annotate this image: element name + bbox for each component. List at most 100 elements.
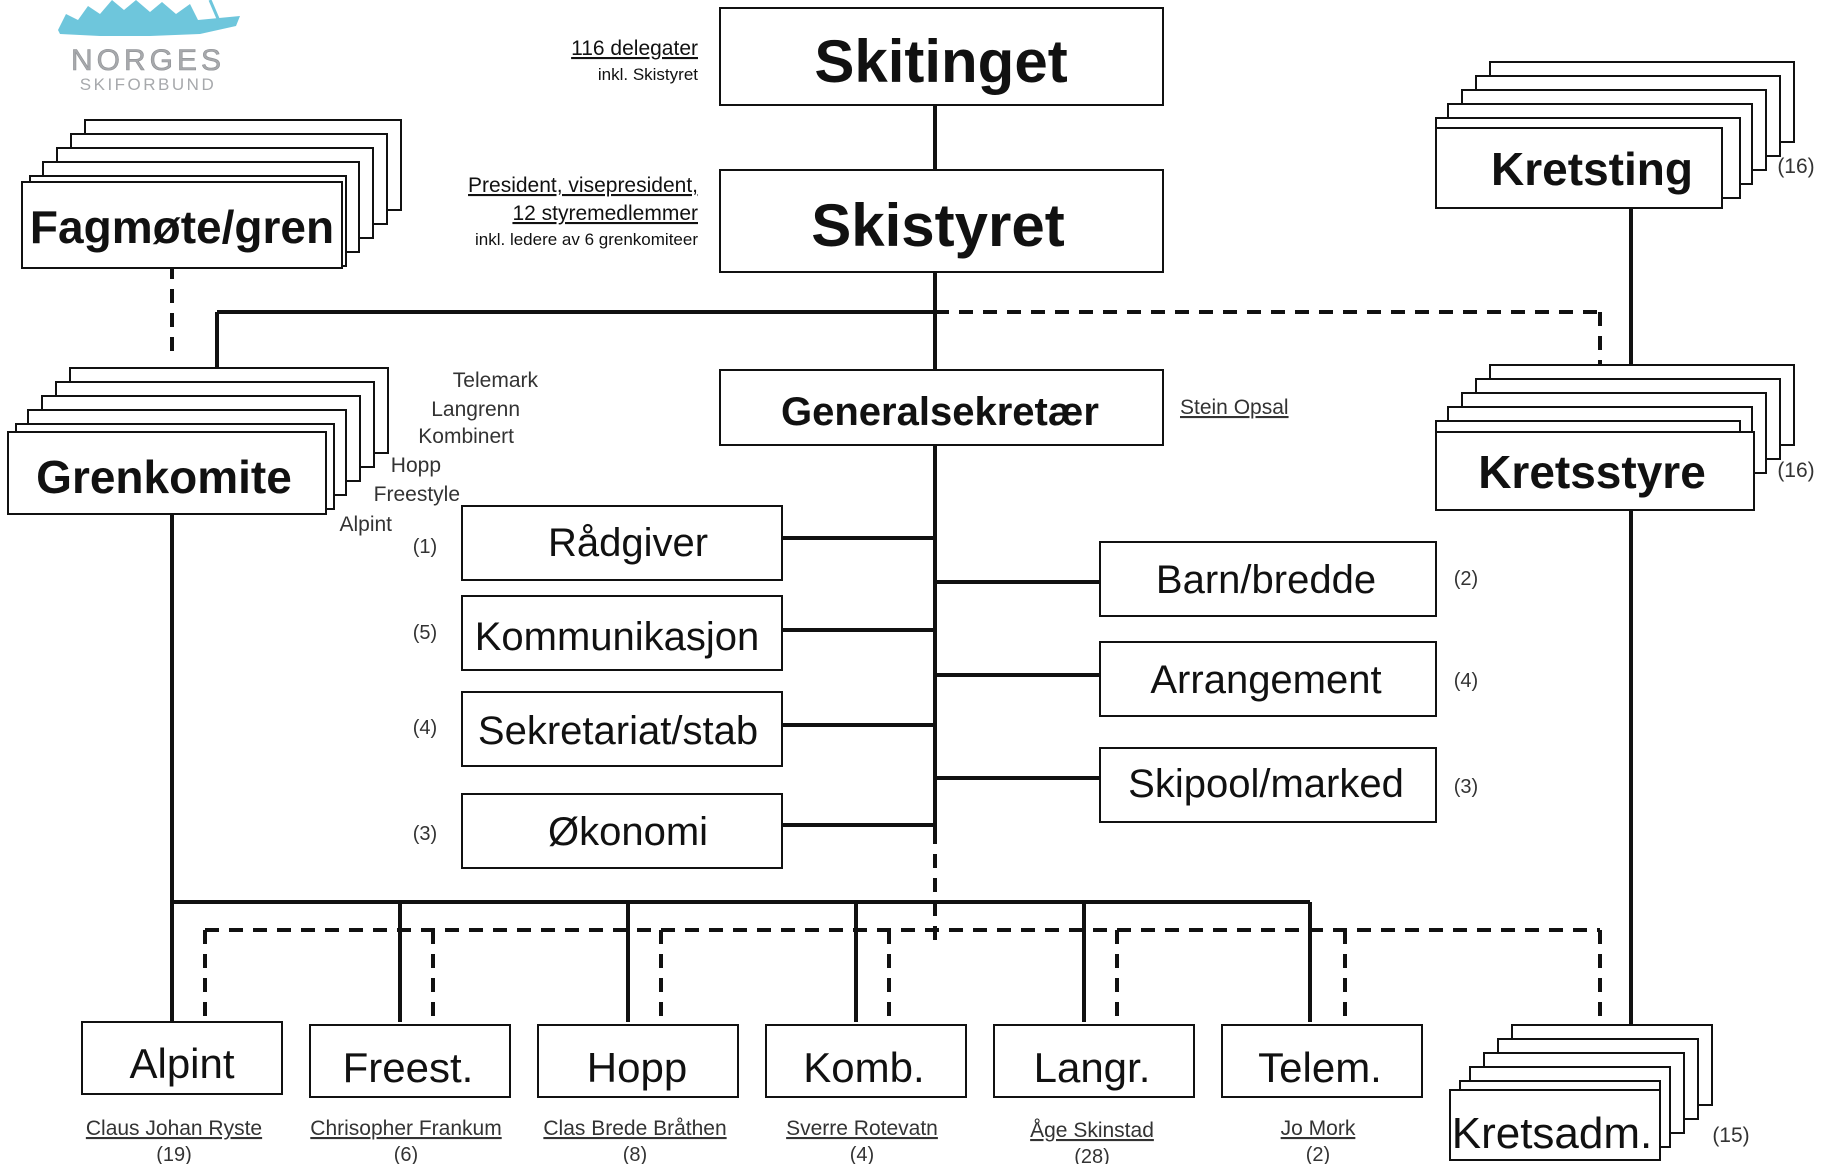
solid-connectors (170, 105, 1633, 1025)
sport-count: (6) (394, 1144, 418, 1164)
generalsekretaer-person: Stein Opsal (1180, 396, 1289, 419)
sport-leader: Åge Skinstad (1030, 1119, 1154, 1142)
dept-label: Barn/bredde (1156, 558, 1376, 602)
sport-box (81, 1021, 283, 1095)
sport-box (993, 1024, 1195, 1098)
dept-label: Arrangement (1150, 658, 1381, 702)
skistyret-note-line3: inkl. ledere av 6 grenkomiteer (475, 230, 698, 249)
sport-alpint: Alpint Claus Johan Ryste (19) (81, 1021, 283, 1164)
kretsting-count: (16) (1777, 155, 1814, 178)
kretsadm-box (1449, 1089, 1661, 1161)
grenkomite-label: Grenkomite (36, 451, 292, 503)
sport-count: (8) (623, 1144, 647, 1164)
branch-label: Kombinert (418, 425, 514, 448)
dept-box (1099, 541, 1437, 617)
grenkomite-box (7, 431, 327, 515)
sport-label: Telem. (1258, 1044, 1382, 1091)
dept-count: (4) (1454, 670, 1478, 692)
sport-label: Langr. (1034, 1044, 1151, 1091)
branch-label: Alpint (339, 513, 392, 536)
sport-leader: Claus Johan Ryste (86, 1117, 262, 1140)
fagmote-box (21, 181, 343, 269)
dept-box (461, 793, 783, 869)
skistyret-note-line1: President, visepresident, (468, 174, 698, 197)
sport-boxes: Alpint Claus Johan Ryste (19) Freest. Ch… (81, 1021, 1423, 1164)
sport-telemark: Telem. Jo Mork (2) (1221, 1024, 1423, 1164)
dept-count: (3) (413, 823, 437, 845)
sport-count: (19) (156, 1144, 192, 1164)
dashed-connectors (170, 265, 1602, 1022)
logo-ski-line (208, 0, 224, 29)
dept-label: Kommunikasjon (475, 615, 760, 659)
kretsting-node: Kretsting (1435, 61, 1795, 209)
dept-count: (1) (413, 536, 437, 558)
sport-leader: Sverre Rotevatn (786, 1117, 938, 1140)
sport-count: (28) (1074, 1146, 1110, 1164)
kretsadm-node: Kretsadm. (1449, 1024, 1713, 1161)
dept-label: Rådgiver (548, 521, 708, 565)
generalsekretaer-label: Generalsekretær (781, 390, 1099, 434)
dept-label: Sekretariat/stab (478, 709, 758, 753)
sport-leader: Clas Brede Bråthen (543, 1117, 726, 1140)
skitinget-node: Skitinget (719, 7, 1164, 106)
dept-count: (2) (1454, 568, 1478, 590)
dept-box (461, 691, 783, 767)
sport-leader: Chrisopher Frankum (310, 1117, 501, 1140)
sport-box (537, 1024, 739, 1098)
fagmote-label: Fagmøte/gren (30, 201, 334, 253)
kretsting-box (1435, 127, 1723, 209)
skistyret-note-line2: 12 styremedlemmer (512, 202, 698, 225)
kretsstyre-count: (16) (1777, 459, 1814, 482)
sport-count: (2) (1306, 1144, 1330, 1164)
sport-freestyle: Freest. Chrisopher Frankum (6) (309, 1024, 511, 1164)
right-departments: Barn/bredde (2) Arrangement (4) Skipool/… (1099, 541, 1478, 823)
skistyret-box (719, 169, 1164, 273)
grenkomite-branch-labels: Telemark Langrenn Kombinert Hopp Freesty… (339, 369, 538, 536)
left-departments: Rådgiver (1) Kommunikasjon (5) Sekretari… (413, 505, 783, 869)
dept-box (1099, 641, 1437, 717)
sport-label: Alpint (129, 1040, 234, 1087)
dept-box (1099, 747, 1437, 823)
generalsekretaer-node: Generalsekretær (719, 369, 1164, 446)
skitinget-note-sub: inkl. Skistyret (598, 65, 698, 84)
kretsadm-label: Kretsadm. (1452, 1109, 1653, 1158)
dept-count: (5) (413, 622, 437, 644)
kretsadm-count: (15) (1712, 1124, 1749, 1147)
sport-box (1221, 1024, 1423, 1098)
dept-count: (3) (1454, 776, 1478, 798)
dept-label: Økonomi (548, 810, 708, 854)
logo-name-line2: SKIFORBUND (80, 75, 216, 94)
sport-leader: Jo Mork (1281, 1117, 1356, 1140)
norges-skiforbund-logo: NORGES SKIFORBUND (58, 0, 240, 94)
skitinget-note-main: 116 delegater (571, 37, 698, 60)
generalsekretaer-box (719, 369, 1164, 446)
fagmote-node: Fagmøte/gren (21, 119, 402, 269)
kretsstyre-label: Kretsstyre (1478, 446, 1706, 498)
branch-label: Hopp (391, 454, 441, 477)
sport-label: Hopp (587, 1044, 687, 1091)
sport-label: Freest. (343, 1044, 474, 1091)
logo-name-line1: NORGES (71, 44, 225, 77)
branch-label: Telemark (453, 369, 539, 392)
branch-label: Langrenn (431, 398, 520, 421)
sport-hopp: Hopp Clas Brede Bråthen (8) (537, 1024, 739, 1164)
kretsstyre-node: Kretsstyre (1435, 364, 1795, 511)
skitinget-label: Skitinget (814, 28, 1067, 95)
sport-box (765, 1024, 967, 1098)
sport-langrenn: Langr. Åge Skinstad (28) (993, 1024, 1195, 1164)
skistyret-node: Skistyret (719, 169, 1164, 273)
skitinget-box (719, 7, 1164, 106)
branch-label: Freestyle (374, 483, 460, 506)
dept-box (461, 505, 783, 581)
sport-label: Komb. (803, 1044, 924, 1091)
kretsting-label: Kretsting (1491, 143, 1693, 195)
sport-count: (4) (850, 1144, 874, 1164)
skistyret-label: Skistyret (811, 192, 1064, 259)
sport-box (309, 1024, 511, 1098)
logo-skiers-graphic (58, 0, 240, 36)
grenkomite-node: Grenkomite (7, 367, 389, 515)
dept-count: (4) (413, 717, 437, 739)
sport-kombinert: Komb. Sverre Rotevatn (4) (765, 1024, 967, 1164)
dept-label: Skipool/marked (1128, 762, 1404, 806)
